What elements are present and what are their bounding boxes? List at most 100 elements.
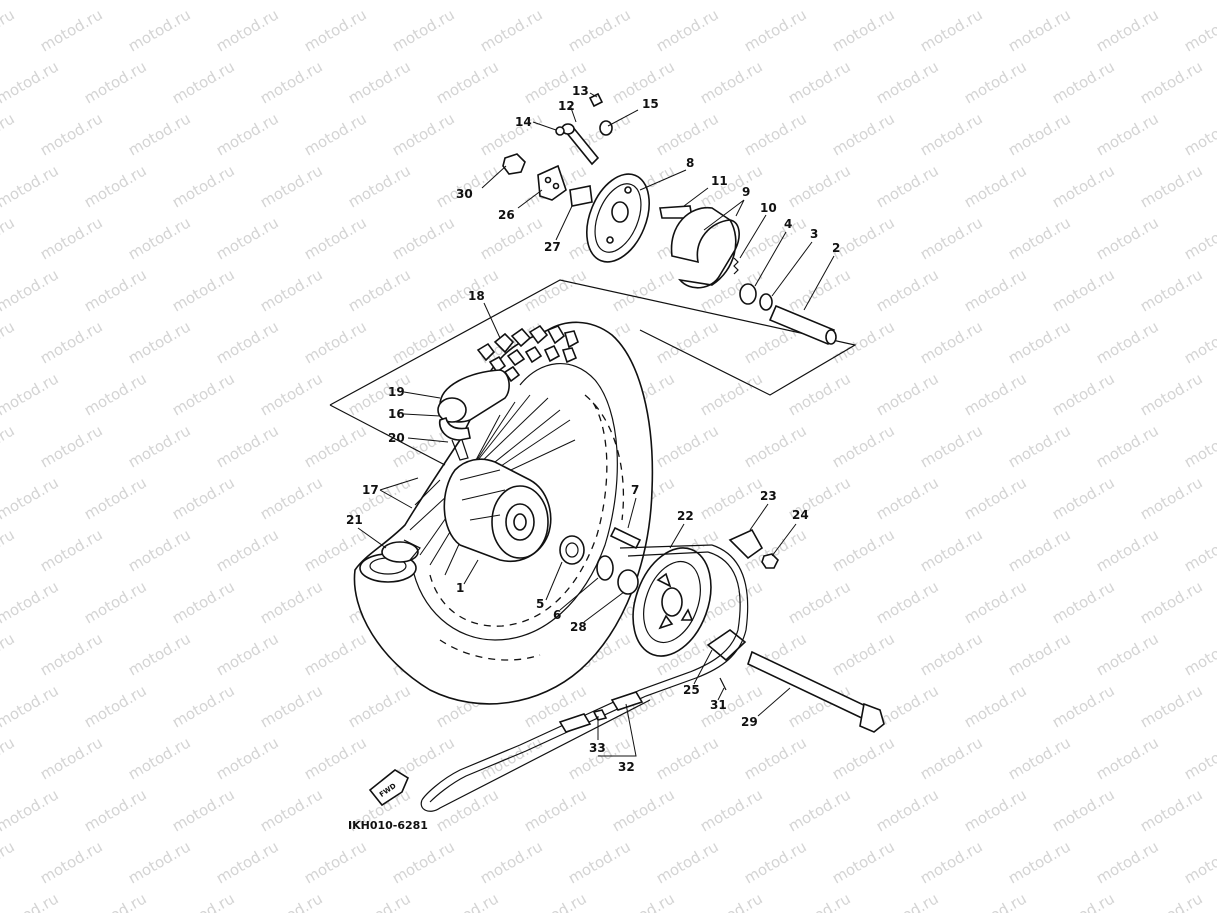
- watermark-text: motod.ru: [1005, 109, 1074, 159]
- part-label-11: 11: [711, 174, 728, 188]
- watermark-text: motod.ru: [0, 317, 18, 367]
- watermark-text: motod.ru: [829, 213, 898, 263]
- watermark-text: motod.ru: [213, 317, 282, 367]
- watermark-text: motod.ru: [961, 265, 1030, 315]
- watermark-text: motod.ru: [917, 525, 986, 575]
- watermark-text: motod.ru: [301, 317, 370, 367]
- watermark-text: motod.ru: [1005, 837, 1074, 887]
- brake-assembly: [502, 92, 837, 346]
- watermark-text: motod.ru: [257, 785, 326, 835]
- watermark-text: motod.ru: [0, 681, 62, 731]
- part-label-15: 15: [642, 97, 659, 111]
- watermark-text: motod.ru: [1005, 213, 1074, 263]
- watermark-text: motod.ru: [37, 109, 106, 159]
- watermark-text: motod.ru: [37, 213, 106, 263]
- watermark-text: motod.ru: [169, 57, 238, 107]
- watermark-text: motod.ru: [213, 629, 282, 679]
- watermark-text: motod.ru: [1181, 525, 1217, 575]
- watermark-text: motod.ru: [873, 369, 942, 419]
- watermark-text: motod.ru: [125, 733, 194, 783]
- tread-blocks: [476, 324, 579, 383]
- watermark-text: motod.ru: [257, 473, 326, 523]
- watermark-text: motod.ru: [433, 889, 502, 913]
- watermark-text: motod.ru: [1093, 109, 1162, 159]
- watermark-text: motod.ru: [917, 629, 986, 679]
- watermark-text: motod.ru: [301, 5, 370, 55]
- watermark-text: motod.ru: [873, 0, 942, 3]
- part-label-10: 10: [760, 201, 777, 215]
- watermark-text: motod.ru: [697, 369, 766, 419]
- watermark-text: motod.ru: [697, 473, 766, 523]
- part-label-18: 18: [468, 289, 485, 303]
- watermark-text: motod.ru: [0, 57, 62, 107]
- watermark-text: motod.ru: [961, 0, 1030, 3]
- watermark-text: motod.ru: [1181, 421, 1217, 471]
- watermark-text: motod.ru: [37, 733, 106, 783]
- watermark-text: motod.ru: [0, 421, 18, 471]
- part-label-14: 14: [515, 115, 532, 129]
- watermark-text: motod.ru: [389, 837, 458, 887]
- watermark-text: motod.ru: [1005, 733, 1074, 783]
- watermark-text: motod.ru: [917, 837, 986, 887]
- watermark-text: motod.ru: [0, 733, 18, 783]
- part-label-22: 22: [677, 509, 694, 523]
- watermark-text: motod.ru: [213, 109, 282, 159]
- watermark-text: motod.ru: [169, 473, 238, 523]
- watermark-text: motod.ru: [1181, 109, 1217, 159]
- watermark-text: motod.ru: [1005, 421, 1074, 471]
- watermark-text: motod.ru: [169, 577, 238, 627]
- watermark-text: motod.ru: [785, 161, 854, 211]
- part-label-28: 28: [570, 620, 587, 634]
- part-label-30: 30: [456, 187, 473, 201]
- watermark-text: motod.ru: [829, 5, 898, 55]
- watermark-text: motod.ru: [477, 5, 546, 55]
- watermark-text: motod.ru: [257, 681, 326, 731]
- watermark-text: motod.ru: [961, 577, 1030, 627]
- watermark-text: motod.ru: [917, 317, 986, 367]
- watermark-text: motod.ru: [521, 0, 590, 3]
- watermark-text: motod.ru: [125, 629, 194, 679]
- watermark-text: motod.ru: [741, 733, 810, 783]
- watermark-text: motod.ru: [697, 0, 766, 3]
- watermark-text: motod.ru: [785, 369, 854, 419]
- watermark-text: motod.ru: [37, 5, 106, 55]
- watermark-text: motod.ru: [609, 889, 678, 913]
- watermark-text: motod.ru: [1137, 369, 1206, 419]
- parts-line-art: FWD: [329, 92, 885, 812]
- part-label-17: 17: [362, 483, 379, 497]
- watermark-text: motod.ru: [433, 0, 502, 3]
- watermark-text: motod.ru: [301, 837, 370, 887]
- watermark-text: motod.ru: [37, 525, 106, 575]
- watermark-text: motod.ru: [125, 525, 194, 575]
- watermark-text: motod.ru: [169, 889, 238, 913]
- watermark-text: motod.ru: [257, 161, 326, 211]
- watermark-text: motod.ru: [1049, 889, 1118, 913]
- watermark-text: motod.ru: [125, 213, 194, 263]
- watermark-text: motod.ru: [169, 785, 238, 835]
- watermark-text: motod.ru: [1093, 525, 1162, 575]
- watermark-text: motod.ru: [829, 109, 898, 159]
- fwd-direction-arrow: FWD: [368, 769, 410, 807]
- watermark-text: motod.ru: [301, 109, 370, 159]
- watermark-text: motod.ru: [1005, 629, 1074, 679]
- watermark-text: motod.ru: [0, 213, 18, 263]
- watermark-text: motod.ru: [169, 265, 238, 315]
- watermark-text: motod.ru: [1181, 837, 1217, 887]
- part-label-19: 19: [388, 385, 405, 399]
- watermark-text: motod.ru: [829, 837, 898, 887]
- watermark-text: motod.ru: [345, 0, 414, 3]
- watermark-text: motod.ru: [0, 629, 18, 679]
- watermark-text: motod.ru: [1049, 577, 1118, 627]
- watermark-text: motod.ru: [213, 525, 282, 575]
- watermark-text: motod.ru: [125, 109, 194, 159]
- watermark-text: motod.ru: [37, 629, 106, 679]
- watermark-text: motod.ru: [697, 785, 766, 835]
- part-label-8: 8: [686, 156, 694, 170]
- part-label-23: 23: [760, 489, 777, 503]
- watermark-text: motod.ru: [169, 0, 238, 3]
- watermark-text: motod.ru: [1049, 473, 1118, 523]
- watermark-text: motod.ru: [0, 837, 18, 887]
- watermark-text: motod.ru: [477, 109, 546, 159]
- watermark-text: motod.ru: [1049, 369, 1118, 419]
